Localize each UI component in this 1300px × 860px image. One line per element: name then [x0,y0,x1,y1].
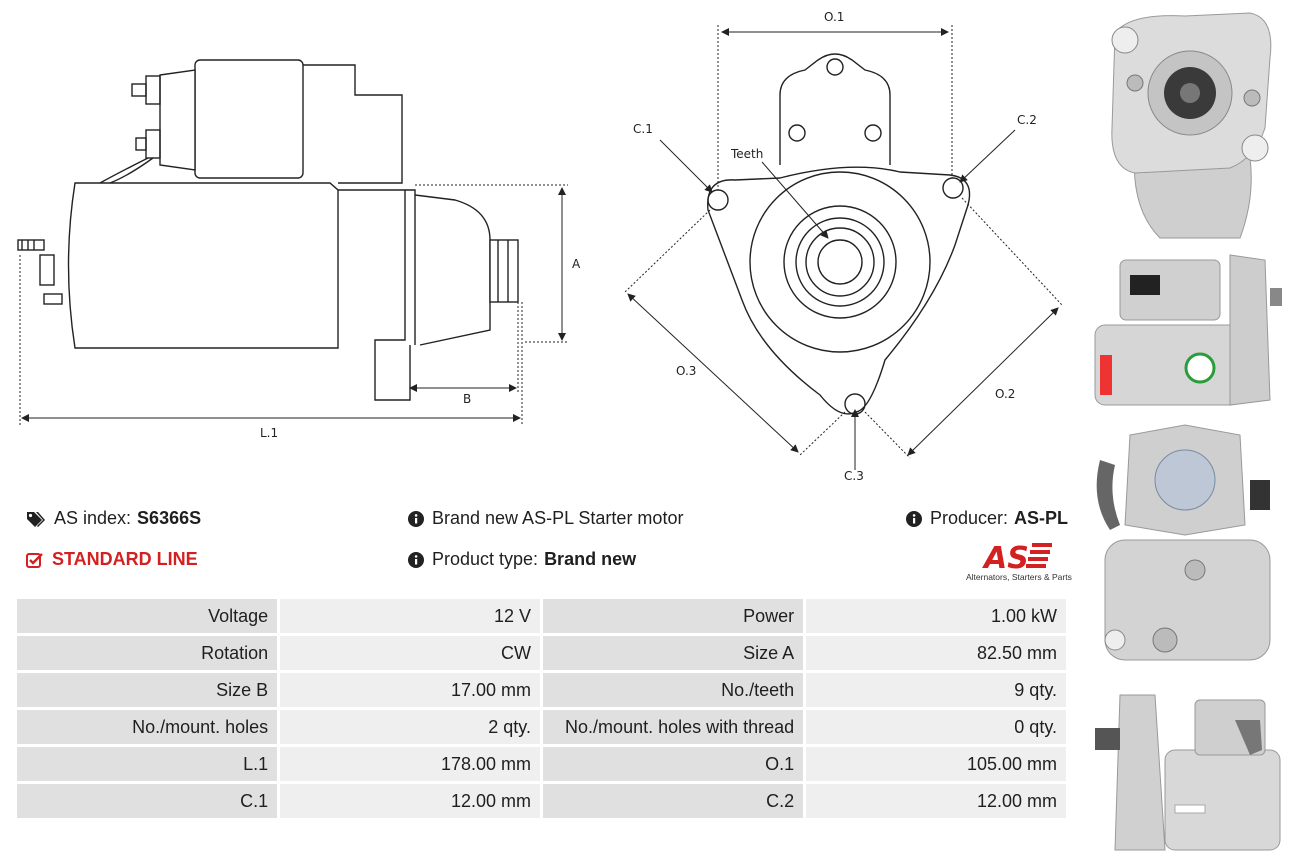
tags-icon [27,511,45,527]
spec-value: 12 V [280,599,540,633]
as-index-row: AS index: S6366S [26,508,201,529]
dim-c2-label: C.2 [1017,113,1037,127]
spec-value: 0 qty. [806,710,1066,744]
front-view-drawing [707,53,971,415]
logo-tagline: Alternators, Starters & Parts [966,572,1072,582]
info-circle-icon [408,510,424,527]
product-type-label: Product type: [432,549,539,569]
spec-value: 12.00 mm [806,784,1066,818]
product-photo-side[interactable] [1090,250,1285,410]
spec-value: 12.00 mm [280,784,540,818]
dim-l1-label: L.1 [260,426,278,440]
dim-o2-label: O.2 [995,387,1015,401]
as-index-value: S6366S [137,508,202,528]
product-photo-angle[interactable] [1090,690,1285,855]
side-view-drawing [17,59,519,401]
technical-drawings: A B L.1 [0,0,1080,500]
product-photo-front[interactable] [1090,8,1285,246]
dim-c3-label: C.3 [844,469,864,483]
spec-value: 2 qty. [280,710,540,744]
product-description: Brand new AS-PL Starter motor [432,508,684,528]
info-circle-icon [408,551,424,568]
spec-key: O.1 [542,747,804,781]
front-view-dimensions [624,25,1063,470]
spec-value: 9 qty. [806,673,1066,707]
product-type-value: Brand new [544,549,637,569]
info-circle-icon [906,510,922,527]
dim-b-label: B [463,392,471,406]
spec-value: 178.00 mm [280,747,540,781]
drawing-svg: A B L.1 [17,10,1063,483]
standard-line-label: STANDARD LINE [52,549,198,569]
spec-key: No./mount. holes [17,710,278,744]
logo-mark: AS [982,541,1029,576]
check-square-icon [26,552,43,568]
spec-key: Power [542,599,804,633]
spec-value: 17.00 mm [280,673,540,707]
dim-o1-label: O.1 [824,10,844,24]
spec-key: C.1 [17,784,278,818]
standard-line-row: STANDARD LINE [26,549,198,570]
spec-value: 1.00 kW [806,599,1066,633]
producer-value: AS-PL [1014,508,1069,528]
spec-key: Voltage [17,599,278,633]
spec-value: 105.00 mm [806,747,1066,781]
spec-key: Rotation [17,636,278,670]
dim-a-label: A [572,257,581,271]
product-type-row: Product type: Brand new [408,549,636,570]
dim-c1-label: C.1 [633,122,653,136]
spec-value: 82.50 mm [806,636,1066,670]
teeth-label: Teeth [730,147,763,161]
spec-value: CW [280,636,540,670]
spec-key: C.2 [542,784,804,818]
producer-row: Producer: AS-PL [906,508,1068,529]
side-view-dimensions [19,184,568,425]
spec-key: No./mount. holes with thread [542,710,804,744]
spec-key: L.1 [17,747,278,781]
as-index-label: AS index: [54,508,132,528]
spec-key: Size A [542,636,804,670]
spec-key: Size B [17,673,278,707]
dim-o3-label: O.3 [676,364,696,378]
producer-label: Producer: [930,508,1009,528]
product-photos [1085,0,1300,860]
product-photo-rear[interactable] [1090,420,1285,670]
as-pl-logo: AS [982,541,1052,576]
description-row: Brand new AS-PL Starter motor [408,508,683,529]
spec-key: No./teeth [542,673,804,707]
